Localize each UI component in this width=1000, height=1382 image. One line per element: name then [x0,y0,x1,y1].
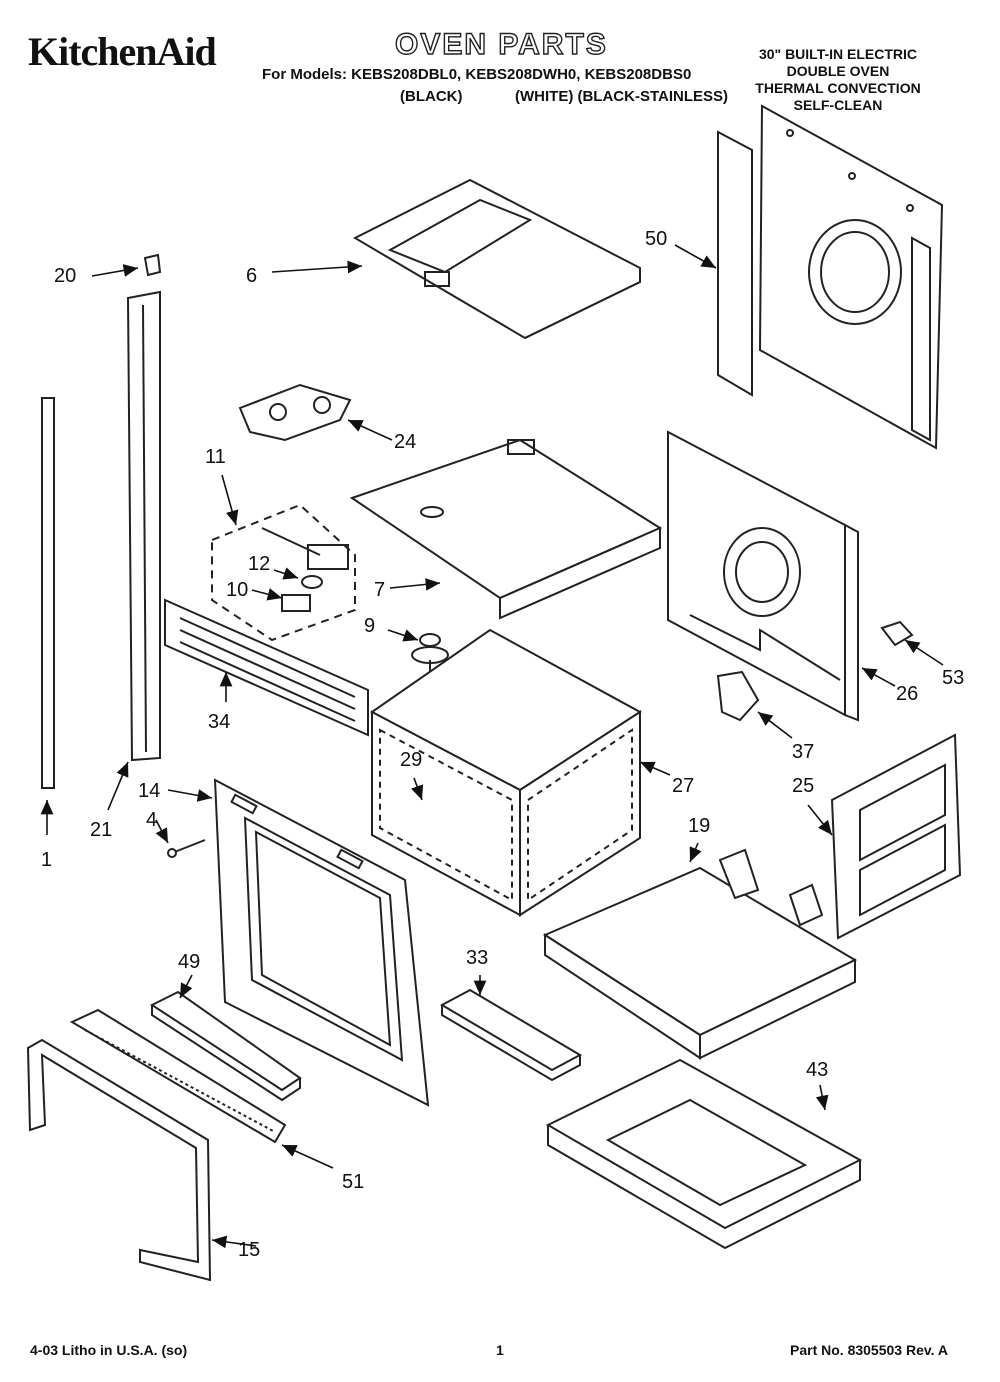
product-line-2: DOUBLE OVEN [786,63,890,79]
callout-27: 27 [672,775,694,797]
callout-43: 43 [806,1059,828,1081]
models-line: For Models: KEBS208DBL0, KEBS208DWH0, KE… [262,66,692,83]
callout-1: 1 [41,849,52,871]
sensor-group-part-11 [211,503,356,642]
part-number: Part No. 8305503 Rev. A [790,1342,948,1358]
trim-part-49 [149,990,302,1102]
callout-7: 7 [374,579,385,601]
callout-11: 11 [205,446,226,468]
callout-6: 6 [246,265,257,287]
callout-9: 9 [364,615,375,637]
callout-21: 21 [90,819,112,841]
thermal-fuse-part-24 [238,383,352,442]
door-gasket-part-15 [26,1038,212,1282]
vent-trim-part-51 [69,1008,287,1144]
base-tray-part-43 [545,1058,863,1250]
vent-panel-part-25 [830,733,962,940]
callout-37: 37 [792,741,814,763]
callout-19: 19 [688,815,710,837]
screw-part-4 [167,839,206,858]
product-line-3: THERMAL CONVECTION [755,80,921,96]
rod-part-1 [41,397,55,789]
callout-14: 14 [138,780,160,802]
callout-29: 29 [400,749,422,771]
cap-part-20 [143,253,162,277]
callout-10: 10 [226,579,248,601]
callout-34: 34 [208,711,230,733]
front-frame-part-14 [213,778,430,1107]
side-trim-part-21 [126,290,161,762]
callout-15: 15 [238,1239,260,1261]
callout-33: 33 [466,947,488,969]
rail-part-33 [439,988,583,1082]
top-cover-part-6 [352,178,641,340]
callout-51: 51 [342,1171,364,1193]
page-number: 1 [496,1342,504,1358]
convection-panel-part-26 [667,430,859,722]
callout-4: 4 [146,809,157,831]
color-black-label: (BLACK) [400,88,463,105]
product-description: 30" BUILT-IN ELECTRIC DOUBLE OVEN THERMA… [718,46,958,114]
callout-26: 26 [896,683,918,705]
callout-12: 12 [248,553,270,575]
litho-note: 4-03 Litho in U.S.A. (so) [30,1342,188,1358]
top-shield-part-7 [349,438,663,620]
rear-panel-part-50 [717,104,944,450]
color-white-stainless-label: (WHITE) (BLACK-STAINLESS) [515,88,729,105]
callout-49: 49 [178,951,200,973]
control-vent-part-34 [164,598,369,737]
oven-cavity-part-27 [370,628,642,917]
callout-50: 50 [645,228,667,250]
bottom-shield-part-19 [542,848,858,1060]
callout-24: 24 [394,431,416,453]
callout-20: 20 [54,265,76,287]
page-title: OVEN PARTS [394,27,608,61]
clip-part-53 [880,620,914,647]
product-line-4: SELF-CLEAN [793,97,883,113]
callout-25: 25 [792,775,814,797]
callout-53: 53 [942,667,964,689]
kitchenaid-logo: KitchenAid [28,29,217,74]
gasket-part-37 [716,670,760,722]
product-line-1: 30" BUILT-IN ELECTRIC [758,46,918,62]
